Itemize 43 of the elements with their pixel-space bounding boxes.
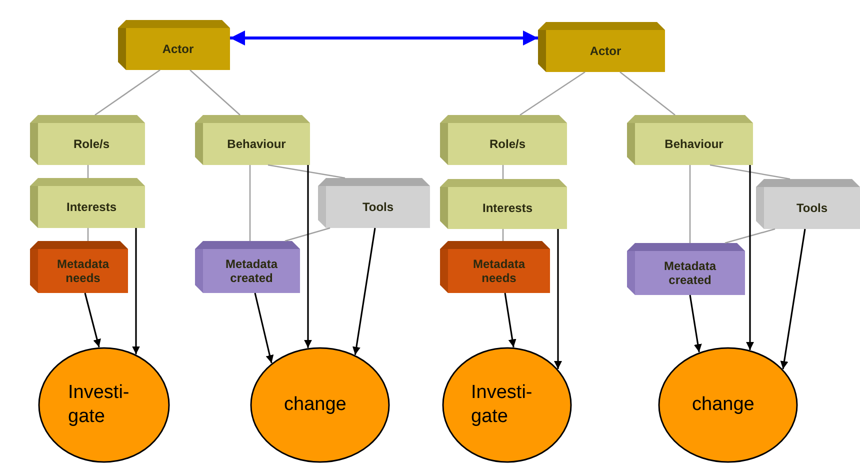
arrow <box>352 228 376 355</box>
connector-line <box>502 229 504 241</box>
connector-line <box>284 227 330 242</box>
connector-line <box>620 71 676 116</box>
node-label: Interests <box>66 200 117 214</box>
arrow <box>84 292 101 348</box>
node-label: change <box>284 393 348 417</box>
connector-line <box>520 71 586 116</box>
node-label: change <box>692 393 756 417</box>
arrow <box>780 228 806 370</box>
node-label: Behaviour <box>664 137 724 151</box>
arrow <box>689 294 702 352</box>
node-label: Investi- gate <box>471 381 534 429</box>
node-label: Actor <box>590 44 622 58</box>
arrow <box>746 165 754 350</box>
node-label: Actor <box>162 42 194 56</box>
connector-line <box>268 164 346 179</box>
arrow <box>230 30 538 46</box>
node-label: Metadata created <box>662 259 718 287</box>
connector-line <box>94 69 160 116</box>
arrow <box>254 292 274 364</box>
node-label: Investi- gate <box>68 381 130 429</box>
node-label: Interests <box>482 201 533 215</box>
connector-line <box>249 165 251 241</box>
arrow <box>554 229 562 370</box>
node-label: Role/s <box>73 137 110 151</box>
node-label: Metadata needs <box>56 257 110 285</box>
arrow <box>132 228 140 354</box>
connector-line <box>724 228 776 244</box>
node-label: Tools <box>362 200 394 214</box>
node-label: Metadata created <box>224 257 279 285</box>
node-label: Role/s <box>489 137 526 151</box>
node-label: Metadata needs <box>472 257 526 285</box>
arrow <box>304 165 312 348</box>
connector-line <box>87 165 89 178</box>
connector-line <box>710 164 790 180</box>
connector-line <box>190 70 240 116</box>
node-label: Behaviour <box>227 137 286 151</box>
node-label: Tools <box>796 201 828 215</box>
connector-line <box>689 165 691 243</box>
arrow <box>504 292 516 348</box>
connector-line <box>87 228 89 241</box>
connector-line <box>502 165 504 179</box>
